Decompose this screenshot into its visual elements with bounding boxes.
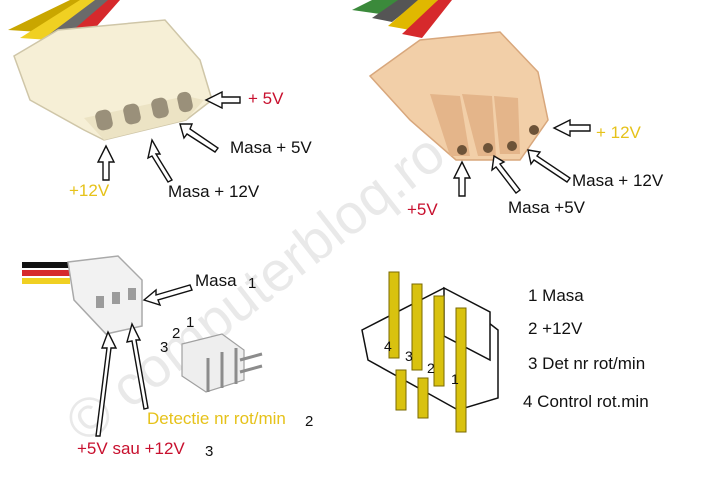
pinout-item-1: 1 Masa xyxy=(528,286,584,305)
label-fan-detectie: Detectie nr rot/min xyxy=(147,409,286,428)
arrow-detectie-fan xyxy=(126,322,149,410)
arrow-masa5-female xyxy=(179,123,220,153)
label-fan-masa-num: 1 xyxy=(248,275,257,292)
fan-3pin-header xyxy=(181,333,263,393)
header-4pin-drawing xyxy=(361,271,499,433)
pinout-item-3: 3 Det nr rot/min xyxy=(528,354,646,373)
arrow-masa-fan xyxy=(142,284,193,307)
label-header-pin2: 2 xyxy=(427,360,435,376)
arrow-plus12-male xyxy=(552,118,591,138)
arrow-plus5-female xyxy=(204,90,241,110)
label-female-masa12: Masa + 12V xyxy=(168,182,260,201)
label-fan-supply: +5V sau +12V xyxy=(77,439,185,458)
label-female-plus5: + 5V xyxy=(248,89,284,108)
molex-male-connector xyxy=(352,0,549,161)
label-female-masa5: Masa + 5V xyxy=(230,138,312,157)
label-male-plus12: + 12V xyxy=(596,123,641,142)
label-header-pin4: 4 xyxy=(384,338,392,354)
arrow-masa12-female xyxy=(146,138,173,183)
label-male-masa12: Masa + 12V xyxy=(572,171,664,190)
label-fan-detectie-num: 2 xyxy=(305,413,314,430)
label-male-masa5: Masa +5V xyxy=(508,198,586,217)
arrows xyxy=(95,90,591,437)
arrow-masa5-male xyxy=(491,154,521,194)
pinout-item-2: 2 +12V xyxy=(528,319,583,338)
molex-female-connector xyxy=(8,0,213,141)
label-header-pin1: 1 xyxy=(451,371,459,387)
label-fan-supply-num: 3 xyxy=(205,443,214,460)
fan-3pin-plug xyxy=(22,255,143,335)
label-fan-pin3: 3 xyxy=(160,339,169,356)
label-header-pin3: 3 xyxy=(405,348,413,364)
label-fan-pin2: 2 xyxy=(172,325,181,342)
pinout-item-4: 4 Control rot.min xyxy=(523,392,649,411)
arrow-masa12-male xyxy=(527,149,572,183)
arrow-supply-fan xyxy=(95,330,118,437)
label-female-plus12: +12V xyxy=(69,181,110,200)
arrow-plus12-female xyxy=(96,144,116,181)
arrow-plus5-male xyxy=(452,160,472,197)
label-fan-pin1: 1 xyxy=(186,314,195,331)
label-male-plus5: +5V xyxy=(407,200,438,219)
label-fan-masa: Masa xyxy=(195,271,237,290)
